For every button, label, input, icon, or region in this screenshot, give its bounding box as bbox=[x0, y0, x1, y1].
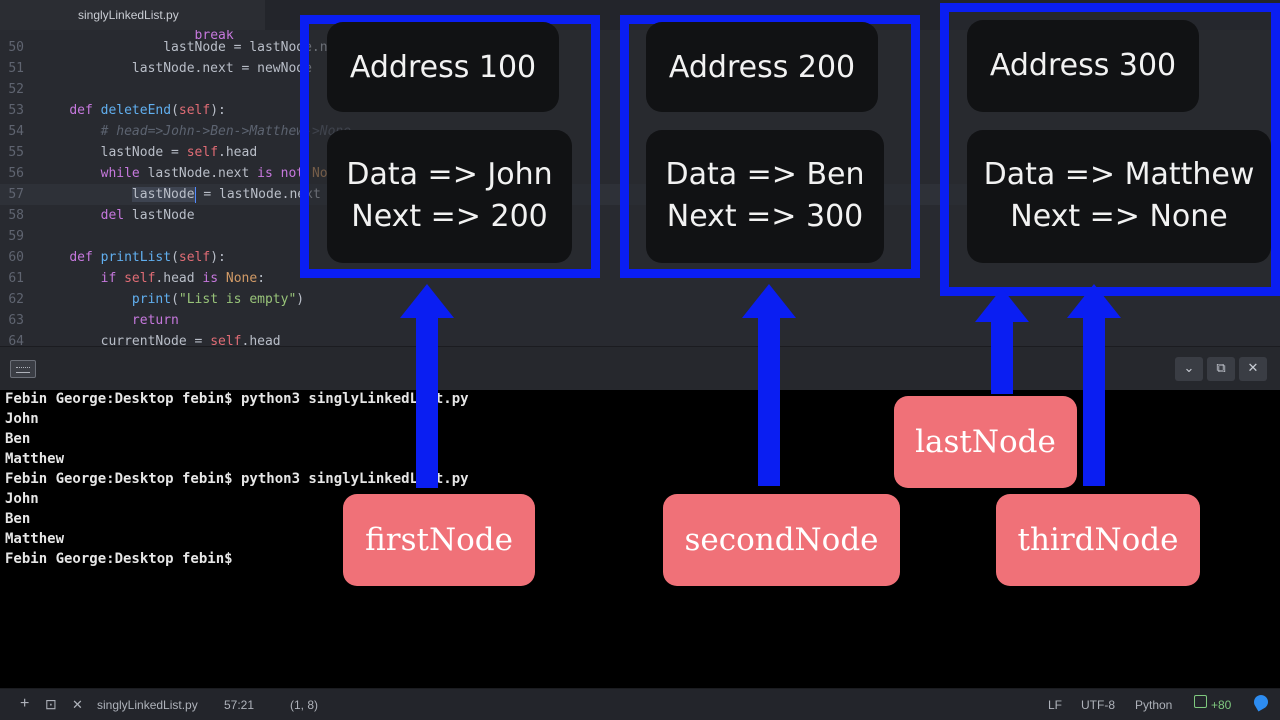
terminal-line: Ben bbox=[5, 511, 31, 527]
code-line-56: 56 while lastNode.next is not None: bbox=[8, 166, 351, 181]
code-line-58: 58 del lastNode bbox=[8, 208, 195, 223]
code-line-partial: break bbox=[194, 30, 234, 43]
node-data-200: Data => Ben Next => 300 bbox=[646, 130, 884, 263]
arrow-first-shaft bbox=[416, 316, 438, 488]
label-first-node: firstNode bbox=[343, 494, 535, 586]
close-terminal-button[interactable]: ✕ bbox=[1239, 357, 1267, 381]
bird-icon[interactable] bbox=[1251, 692, 1271, 712]
code-line-59: 59 bbox=[8, 229, 24, 244]
node-data-text: Data => Matthew bbox=[983, 157, 1255, 192]
cursor-position[interactable]: 57:21 bbox=[224, 698, 255, 712]
terminal-line: Febin George:Desktop febin$ python3 sing… bbox=[5, 391, 469, 407]
file-encoding[interactable]: UTF-8 bbox=[1081, 698, 1115, 712]
status-bar: + ⊡ ✕ singlyLinkedList.py 57:21 (1, 8) L… bbox=[0, 688, 1280, 720]
code-line-64: 64 currentNode = self.head bbox=[8, 334, 281, 346]
node-next-text: Next => 200 bbox=[351, 199, 548, 234]
arrow-third-head bbox=[1067, 284, 1121, 318]
text-cursor bbox=[194, 186, 196, 203]
collapse-terminal-button[interactable]: ⌄ bbox=[1175, 357, 1203, 381]
terminal-line: John bbox=[5, 491, 39, 507]
node-data-text: Data => Ben bbox=[665, 157, 865, 192]
terminal-line: Matthew bbox=[5, 531, 65, 547]
code-line-63: 63 return bbox=[8, 313, 179, 328]
label-last-node: lastNode bbox=[894, 396, 1077, 488]
label-second-node: secondNode bbox=[663, 494, 900, 586]
status-filename[interactable]: singlyLinkedList.py bbox=[97, 698, 198, 712]
node-address-200: Address 200 bbox=[646, 22, 878, 112]
terminal-icon[interactable]: ⊡ bbox=[45, 696, 57, 712]
node-data-text: Data => John bbox=[346, 157, 553, 192]
label-third-node: thirdNode bbox=[996, 494, 1200, 586]
selection-count[interactable]: (1, 8) bbox=[290, 698, 319, 712]
code-line-60: 60 def printList(self): bbox=[8, 250, 226, 265]
add-terminal-button[interactable]: + bbox=[20, 695, 30, 712]
git-diff-count[interactable]: +80 bbox=[1211, 698, 1232, 712]
arrow-second-head bbox=[742, 284, 796, 318]
code-line-62: 62 print("List is empty") bbox=[8, 292, 305, 307]
terminal-prompt: Febin George:Desktop febin$ bbox=[5, 551, 233, 567]
code-line-55: 55 lastNode = self.head bbox=[8, 145, 258, 160]
code-line-61: 61 if self.head is None: bbox=[8, 271, 266, 286]
line-ending[interactable]: LF bbox=[1048, 698, 1063, 712]
arrow-second-shaft bbox=[758, 316, 780, 486]
maximize-terminal-button[interactable]: ⧉ bbox=[1207, 357, 1235, 381]
grammar-selector[interactable]: Python bbox=[1135, 698, 1173, 712]
keyboard-icon[interactable] bbox=[10, 360, 36, 378]
tab-singly-linked-list[interactable]: singlyLinkedList.py bbox=[0, 0, 265, 30]
node-address-300: Address 300 bbox=[967, 20, 1199, 112]
close-icon[interactable]: ✕ bbox=[72, 697, 83, 712]
node-next-text: Next => None bbox=[1010, 199, 1228, 234]
arrow-last-head bbox=[975, 288, 1029, 322]
node-address-100: Address 100 bbox=[327, 22, 559, 112]
terminal-line: Ben bbox=[5, 431, 31, 447]
node-data-100: Data => John Next => 200 bbox=[327, 130, 572, 263]
arrow-third-shaft bbox=[1083, 316, 1105, 486]
node-data-300: Data => Matthew Next => None bbox=[967, 130, 1271, 263]
code-line-51: 51 lastNode.next = newNode bbox=[8, 61, 312, 76]
terminal-line: Matthew bbox=[5, 451, 65, 467]
terminal-line: John bbox=[5, 411, 39, 427]
code-line-53: 53 def deleteEnd(self): bbox=[8, 103, 226, 118]
git-diff-icon bbox=[1194, 695, 1207, 708]
arrow-first-head bbox=[400, 284, 454, 318]
code-line-52: 52 bbox=[8, 82, 24, 97]
node-next-text: Next => 300 bbox=[666, 199, 864, 234]
code-line-54: 54 # head=>John->Ben->Matthew->None bbox=[8, 124, 352, 139]
terminal-header: ⌄ ⧉ ✕ bbox=[0, 346, 1280, 390]
terminal-line: Febin George:Desktop febin$ python3 sing… bbox=[5, 471, 469, 487]
arrow-last-shaft bbox=[991, 320, 1013, 394]
